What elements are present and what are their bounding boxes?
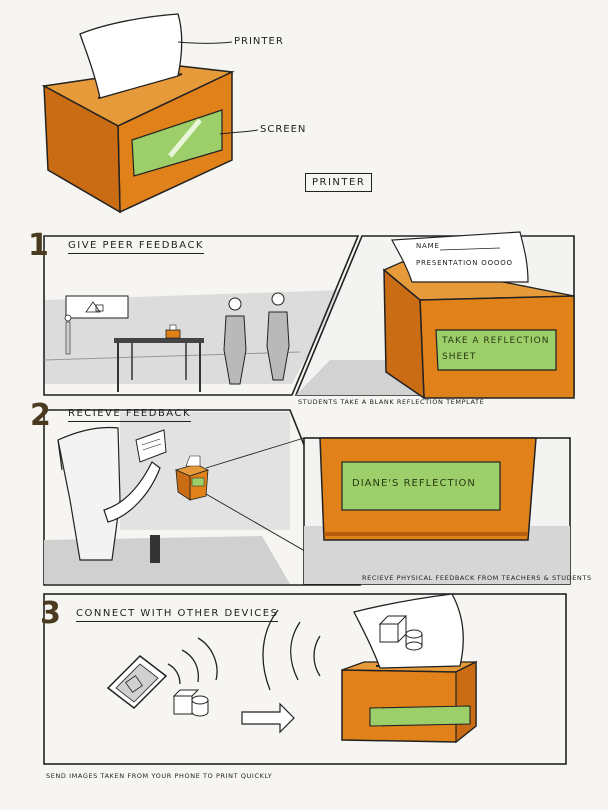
main-printer-illustration — [41, 13, 259, 214]
step3-title: CONNECT WITH OTHER DEVICES — [76, 608, 279, 622]
step3-panel — [43, 593, 567, 765]
printer-title: PRINTER — [305, 173, 373, 192]
step2-left-panel — [43, 409, 363, 586]
step1-paper-name: NAME — [416, 242, 440, 250]
step1-screen-line1: TAKE A REFLECTION — [442, 336, 550, 346]
step2-right-panel — [303, 437, 571, 585]
step2-number: 2 — [30, 398, 51, 433]
step2-caption: RECIEVE PHYSICAL FEEDBACK FROM TEACHERS … — [362, 574, 592, 582]
printer-label: PRINTER — [234, 36, 284, 47]
step2-title: RECIEVE FEEDBACK — [68, 408, 192, 422]
screen-icon — [131, 109, 223, 177]
step1-paper-presentation: PRESENTATION OOOOO — [416, 259, 513, 267]
step1-screen-line2: SHEET — [442, 352, 477, 362]
step1-right-panel — [294, 231, 575, 400]
step1-left-panel — [43, 235, 360, 396]
step2-screen-text: DIANE'S REFLECTION — [352, 478, 476, 489]
screen-label: SCREEN — [260, 124, 307, 135]
step3-caption: SEND IMAGES TAKEN FROM YOUR PHONE TO PRI… — [46, 772, 273, 780]
step3-number: 3 — [40, 596, 61, 631]
step1-title: GIVE PEER FEEDBACK — [68, 240, 204, 254]
step1-caption: STUDENTS TAKE A BLANK REFLECTION TEMPLAT… — [298, 398, 485, 406]
step1-number: 1 — [28, 228, 49, 263]
